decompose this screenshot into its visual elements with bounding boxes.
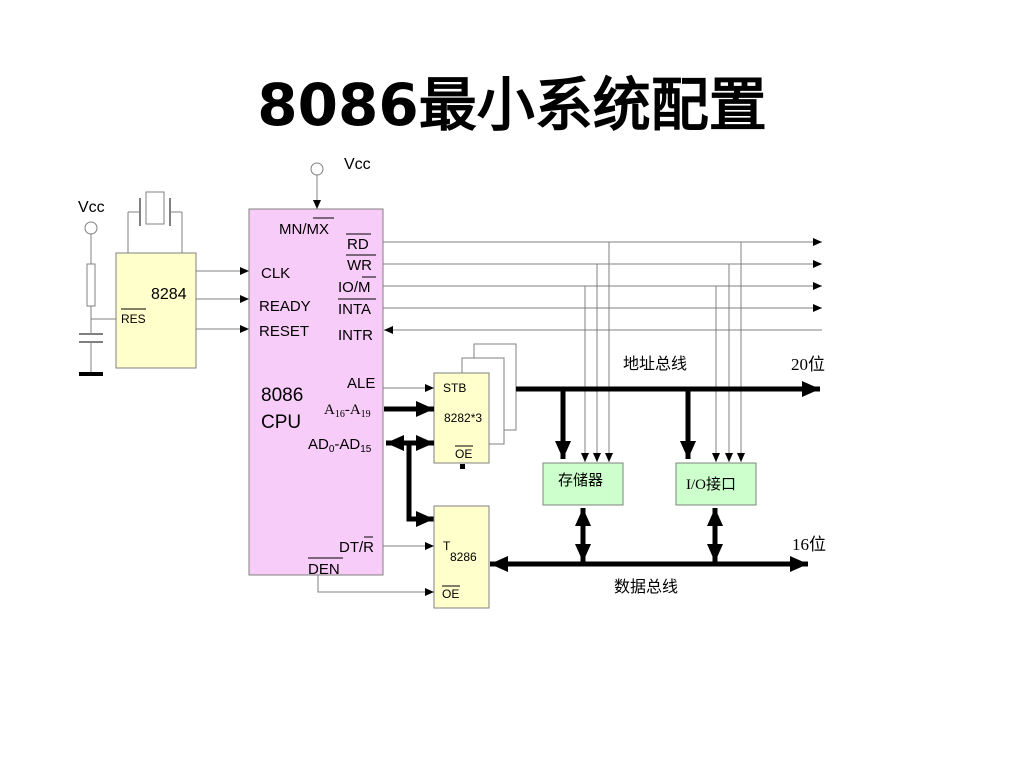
latch-stb: STB	[443, 381, 466, 395]
cpu-name-line1: 8086	[261, 385, 303, 406]
cpu-box	[248, 208, 384, 576]
vcc-terminal-left	[84, 221, 98, 235]
transceiver-oe: OE	[442, 587, 459, 601]
address-bus: 地址总线 20位	[516, 354, 825, 459]
transceiver-t: T	[443, 539, 451, 553]
pin-intr: INTR	[338, 327, 373, 344]
pin-address-data: AD0-AD15	[308, 436, 372, 455]
transceiver-label: 8286	[450, 550, 477, 564]
data-bus-label: 数据总线	[614, 577, 678, 596]
pin-address-high: A16-A19	[324, 402, 371, 420]
pin-ready: READY	[259, 298, 311, 315]
latch-8282: STB 8282*3 OE	[433, 343, 517, 469]
latch-oe-ground	[460, 464, 465, 469]
pin-den: DEN	[308, 561, 340, 578]
io-box	[675, 462, 757, 506]
pin-inta: INTA	[338, 301, 371, 318]
transceiver-8286: T 8286 OE	[433, 505, 490, 609]
chip-8284-res-pin: RES	[121, 312, 146, 326]
resistor	[86, 263, 96, 307]
pin-wr: WR	[347, 257, 372, 274]
latch-label: 8282*3	[444, 411, 482, 425]
cpu-8086: Vcc MN/MX RD WR IO/M INTA INTR CLK READY…	[248, 156, 384, 578]
io-label: I/O接口	[686, 476, 736, 493]
address-bus-width: 20位	[791, 355, 825, 374]
data-bus-width: 16位	[792, 535, 826, 554]
chip-8284: 8284 RES	[115, 252, 197, 369]
clock-signals	[196, 267, 249, 333]
pin-reset: RESET	[259, 323, 309, 340]
latch-oe: OE	[455, 447, 472, 461]
vcc-label-left: Vcc	[78, 199, 105, 216]
memory-module: 存储器	[542, 462, 624, 506]
pin-mnmx: MN/MX	[279, 221, 329, 238]
transceiver-box	[433, 505, 490, 609]
pin-rd: RD	[347, 236, 369, 253]
left-power-circuit: Vcc	[78, 199, 116, 376]
ad-bus-to-transceiver	[406, 443, 434, 527]
io-module: I/O接口	[675, 462, 757, 506]
crystal-oscillator	[127, 191, 183, 253]
cpu-name-line2: CPU	[261, 412, 301, 433]
address-bus-label: 地址总线	[623, 354, 687, 373]
memory-box	[542, 462, 624, 506]
data-bus: 数据总线 16位	[490, 508, 826, 596]
vcc-label-top: Vcc	[344, 156, 371, 173]
slide-title: 8086最小系统配置	[257, 71, 767, 139]
vcc-terminal-top	[310, 162, 324, 176]
control-bus-lines	[383, 238, 822, 462]
pin-iom: IO/M	[338, 279, 371, 296]
crystal-icon	[145, 191, 165, 225]
chip-8284-box	[115, 252, 197, 369]
pin-clk: CLK	[261, 265, 290, 282]
pin-ale: ALE	[347, 375, 375, 392]
chip-8284-label: 8284	[151, 286, 187, 303]
memory-label: 存储器	[558, 471, 603, 489]
den-line	[317, 575, 434, 596]
latch-box	[433, 372, 490, 464]
pin-dtr: DT/R	[339, 539, 374, 556]
